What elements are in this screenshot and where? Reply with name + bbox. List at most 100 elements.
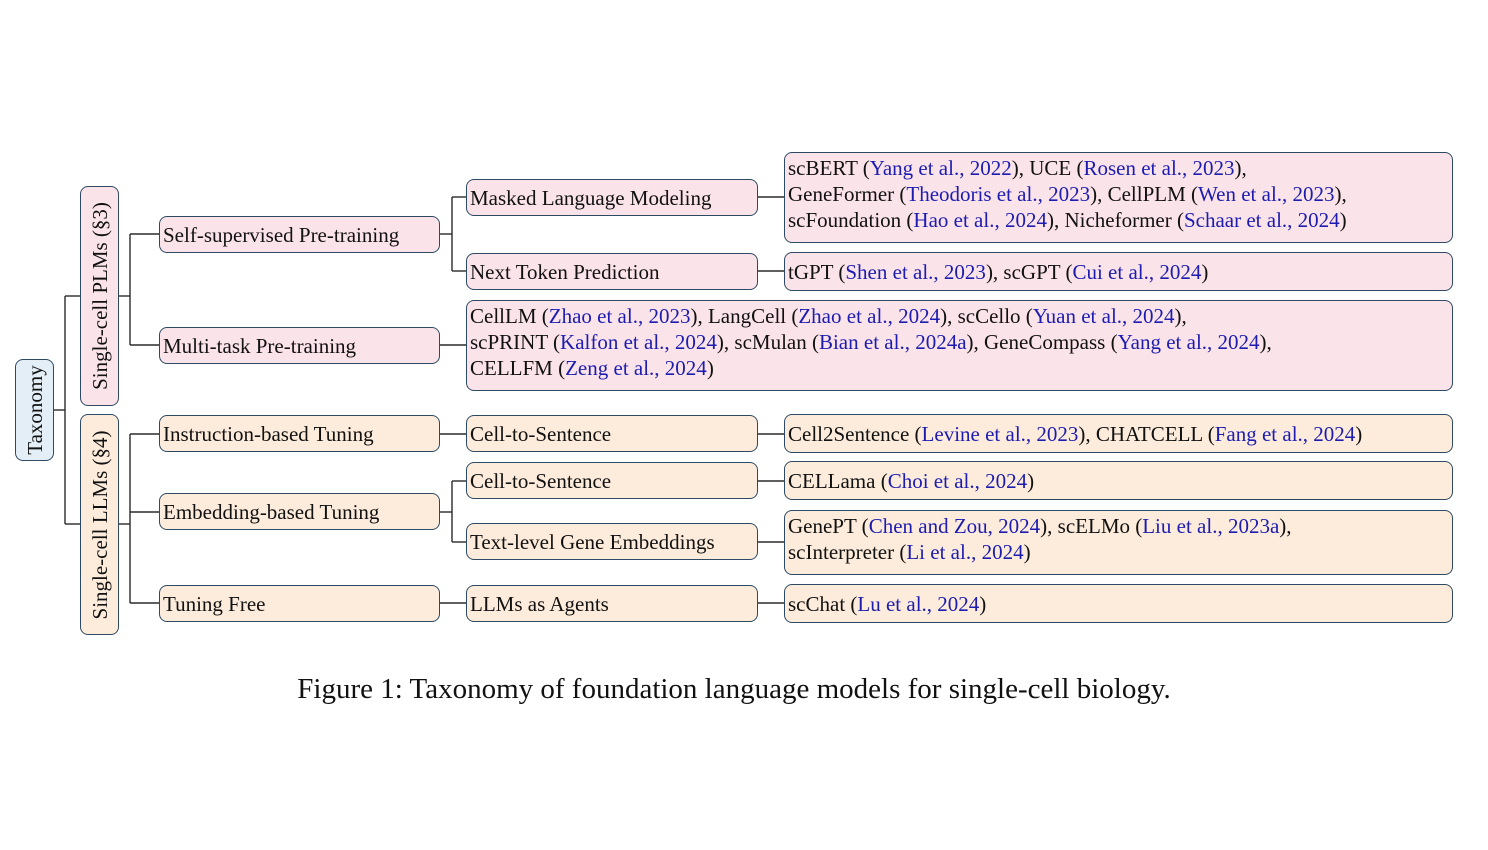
- leaf-llms-as-agents: scChat (Lu et al., 2024): [784, 584, 1453, 623]
- citation-link: Fang et al., 2024: [1214, 421, 1356, 446]
- taxonomy-root-label: Taxonomy: [22, 365, 47, 455]
- model-text: tGPT (: [788, 259, 846, 284]
- model-text: GeneFormer (: [788, 182, 907, 206]
- model-text: ): [1355, 421, 1363, 446]
- multi-task-pretraining-label: Multi-task Pre-training: [163, 333, 357, 358]
- tuning-free-node: Tuning Free: [159, 585, 440, 622]
- model-text: Cell2Sentence (: [788, 421, 922, 446]
- model-text: ), UCE (: [1011, 156, 1084, 180]
- leaf-masked-language-modeling: scBERT (Yang et al., 2022), UCE (Rosen e…: [784, 152, 1453, 243]
- model-text: ),: [1334, 182, 1347, 206]
- model-text: ): [979, 591, 987, 616]
- citation-link: Shen et al., 2023: [845, 259, 986, 284]
- model-text: CellLM (: [470, 304, 549, 328]
- single-cell-plms-label: Single-cell PLMs (§3): [87, 202, 112, 390]
- model-text: ): [1023, 540, 1031, 564]
- embedding-based-tuning-node: Embedding-based Tuning: [159, 493, 440, 530]
- citation-link: Schaar et al., 2024: [1183, 208, 1340, 232]
- text-level-gene-embeddings-node: Text-level Gene Embeddings: [466, 523, 758, 560]
- model-text: ), scGPT (: [985, 259, 1073, 284]
- leaf-cell-to-sentence-instruction: Cell2Sentence (Levine et al., 2023), CHA…: [784, 414, 1453, 453]
- model-text: ), GeneCompass (: [966, 330, 1118, 354]
- citation-link: Liu et al., 2023a: [1142, 514, 1280, 538]
- citation-link: Rosen et al., 2023: [1083, 156, 1235, 180]
- citation-link: Kalfon et al., 2024: [560, 330, 717, 354]
- model-text: ): [1201, 259, 1209, 284]
- citation-link: Wen et al., 2023: [1198, 182, 1335, 206]
- cell-to-sentence-instruction-node: Cell-to-Sentence: [466, 415, 758, 452]
- leaf-line: CELLama (Choi et al., 2024): [788, 468, 1034, 494]
- leaf-multi-task-pretraining: CellLM (Zhao et al., 2023), LangCell (Zh…: [466, 300, 1453, 391]
- model-text: CELLFM (: [470, 356, 566, 380]
- next-token-prediction-label: Next Token Prediction: [470, 259, 660, 284]
- model-text: ): [706, 356, 714, 380]
- model-text: ), scELMo (: [1040, 514, 1143, 538]
- model-text: scInterpreter (: [788, 540, 907, 564]
- instruction-based-tuning-node: Instruction-based Tuning: [159, 415, 440, 452]
- cell-to-sentence-embedding-node: Cell-to-Sentence: [466, 462, 758, 499]
- model-text: scChat (: [788, 591, 858, 616]
- leaf-line: CELLFM (Zeng et al., 2024): [470, 355, 1449, 381]
- citation-link: Chen and Zou, 2024: [868, 514, 1041, 538]
- leaf-line: scBERT (Yang et al., 2022), UCE (Rosen e…: [788, 155, 1449, 181]
- masked-language-modeling-label: Masked Language Modeling: [470, 185, 712, 210]
- leaf-line: scInterpreter (Li et al., 2024): [788, 539, 1449, 565]
- citation-link: Lu et al., 2024: [857, 591, 980, 616]
- citation-link: Bian et al., 2024a: [818, 330, 967, 354]
- citation-link: Yuan et al., 2024: [1032, 304, 1175, 328]
- leaf-line: Cell2Sentence (Levine et al., 2023), CHA…: [788, 421, 1362, 447]
- model-text: ),: [1279, 514, 1292, 538]
- multi-task-pretraining-node: Multi-task Pre-training: [159, 327, 440, 364]
- model-text: CELLama (: [788, 468, 888, 493]
- model-text: ), CellPLM (: [1090, 182, 1199, 206]
- leaf-line: GeneFormer (Theodoris et al., 2023), Cel…: [788, 181, 1449, 207]
- embedding-based-tuning-label: Embedding-based Tuning: [163, 499, 380, 524]
- tuning-free-label: Tuning Free: [163, 591, 266, 616]
- leaf-line: GenePT (Chen and Zou, 2024), scELMo (Liu…: [788, 513, 1449, 539]
- cell-to-sentence-embedding-label: Cell-to-Sentence: [470, 468, 612, 493]
- next-token-prediction-node: Next Token Prediction: [466, 253, 758, 290]
- single-cell-llms-node: Single-cell LLMs (§4): [80, 414, 119, 635]
- llms-as-agents-node: LLMs as Agents: [466, 585, 758, 622]
- leaf-line: CellLM (Zhao et al., 2023), LangCell (Zh…: [470, 303, 1449, 329]
- taxonomy-root-node: Taxonomy: [15, 359, 54, 461]
- self-supervised-pretraining-node: Self-supervised Pre-training: [159, 216, 440, 253]
- llms-as-agents-label: LLMs as Agents: [470, 591, 609, 616]
- citation-link: Zhao et al., 2024: [798, 304, 941, 328]
- citation-link: Theodoris et al., 2023: [906, 182, 1091, 206]
- citation-link: Zeng et al., 2024: [565, 356, 707, 380]
- citation-link: Levine et al., 2023: [921, 421, 1079, 446]
- model-text: scPRINT (: [470, 330, 561, 354]
- model-text: ): [1339, 208, 1347, 232]
- self-supervised-pretraining-label: Self-supervised Pre-training: [163, 222, 400, 247]
- model-text: ),: [1234, 156, 1247, 180]
- figure-caption: Figure 1: Taxonomy of foundation languag…: [297, 673, 1171, 705]
- leaf-cell-to-sentence-embedding: CELLama (Choi et al., 2024): [784, 461, 1453, 500]
- model-text: ), LangCell (: [690, 304, 799, 328]
- model-text: scFoundation (: [788, 208, 914, 232]
- model-text: ),: [1259, 330, 1272, 354]
- model-text: ), Nicheformer (: [1046, 208, 1184, 232]
- leaf-text-level-gene-embeddings: GenePT (Chen and Zou, 2024), scELMo (Liu…: [784, 510, 1453, 575]
- citation-link: Yang et al., 2024: [1117, 330, 1260, 354]
- model-text: scBERT (: [788, 156, 870, 180]
- citation-link: Choi et al., 2024: [887, 468, 1028, 493]
- single-cell-llms-label: Single-cell LLMs (§4): [87, 430, 112, 619]
- text-level-gene-embeddings-label: Text-level Gene Embeddings: [470, 529, 715, 554]
- model-text: ),: [1174, 304, 1187, 328]
- citation-link: Zhao et al., 2023: [548, 304, 691, 328]
- leaf-line: tGPT (Shen et al., 2023), scGPT (Cui et …: [788, 259, 1208, 285]
- leaf-next-token-prediction: tGPT (Shen et al., 2023), scGPT (Cui et …: [784, 252, 1453, 291]
- model-text: ), scMulan (: [716, 330, 819, 354]
- leaf-line: scChat (Lu et al., 2024): [788, 591, 986, 617]
- citation-link: Li et al., 2024: [906, 540, 1024, 564]
- leaf-line: scFoundation (Hao et al., 2024), Nichefo…: [788, 207, 1449, 233]
- model-text: ): [1027, 468, 1035, 493]
- masked-language-modeling-node: Masked Language Modeling: [466, 179, 758, 216]
- model-text: ), CHATCELL (: [1078, 421, 1215, 446]
- citation-link: Hao et al., 2024: [913, 208, 1047, 232]
- citation-link: Yang et al., 2022: [869, 156, 1012, 180]
- single-cell-plms-node: Single-cell PLMs (§3): [80, 186, 119, 406]
- model-text: GenePT (: [788, 514, 869, 538]
